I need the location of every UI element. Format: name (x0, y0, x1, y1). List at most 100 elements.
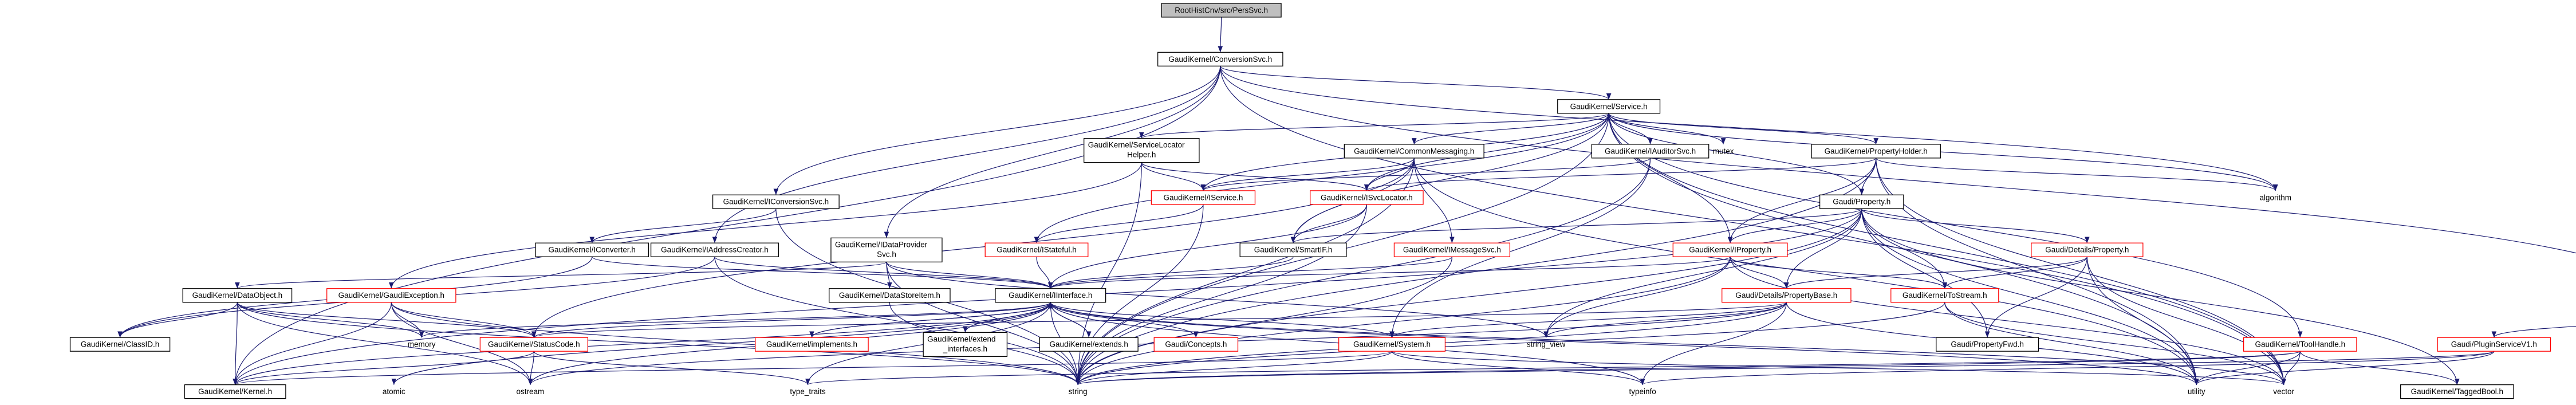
node-label: vector (2273, 387, 2294, 396)
node-iinterface[interactable]: GaudiKernel/IInterface.h (995, 288, 1106, 303)
node-mutex: mutex (1713, 147, 1734, 155)
node-implements[interactable]: GaudiKernel/implements.h (755, 337, 869, 352)
node-label: Helper.h (1127, 151, 1156, 159)
node-box (69, 337, 171, 352)
node-iconvsvc[interactable]: GaudiKernel/ConversionSvc.h (1157, 52, 1283, 66)
node-detpropbase[interactable]: Gaudi/Details/PropertyBase.h (1722, 288, 1852, 303)
edge-detpropbase-to-statuscode (531, 302, 1787, 338)
node-box (479, 337, 589, 352)
node-label: GaudiKernel/ServiceLocator (1088, 141, 1185, 150)
edge-detprop-to-propfwd (1984, 257, 2087, 338)
node-gaudiexc[interactable]: GaudiKernel/GaudiException.h (326, 288, 456, 303)
node-iconversionsvc[interactable]: GaudiKernel/IConversionSvc.h (712, 194, 840, 209)
node-box (830, 237, 943, 263)
node-box (712, 194, 840, 209)
edge-service-to-vector (1608, 113, 2286, 385)
node-imessagesvc[interactable]: GaudiKernel/IMessageSvc.h (1393, 242, 1511, 257)
edge-service-to-commsg (1412, 113, 1609, 145)
node-box (1344, 144, 1484, 159)
node-propholder[interactable]: GaudiKernel/PropertyHolder.h (1811, 144, 1941, 159)
node-detprop[interactable]: Gaudi/Details/Property.h (2031, 242, 2144, 257)
node-system[interactable]: GaudiKernel/System.h (1338, 337, 1446, 352)
node-propfwd[interactable]: Gaudi/PropertyFwd.h (1936, 337, 2039, 352)
node-istateful[interactable]: GaudiKernel/IStateful.h (984, 242, 1089, 257)
node-commsg[interactable]: GaudiKernel/CommonMessaging.h (1344, 144, 1484, 159)
node-statuscode[interactable]: GaudiKernel/StatusCode.h (479, 337, 589, 352)
node-iconverter[interactable]: GaudiKernel/IConverter.h (535, 242, 649, 257)
node-box (1672, 242, 1788, 257)
edge-property-to-smartif (1291, 208, 1862, 243)
edge-root-to-iconvsvc (1218, 17, 1223, 53)
node-extendif[interactable]: GaudiKernel/extend_interfaces.h (923, 332, 1008, 357)
edge-service-to-slhelper (1139, 113, 1609, 139)
node-itostream[interactable]: GaudiKernel/ToStream.h (1890, 288, 1999, 303)
node-label: GaudiKernel/IAddressCreator.h (661, 246, 769, 254)
node-kernel[interactable]: GaudiKernel/Kernel.h (184, 384, 286, 399)
node-property[interactable]: Gaudi/Property.h (1819, 194, 1904, 209)
node-utility: utility (2188, 387, 2205, 396)
edge-toolhandle-to-typetraits (806, 351, 2301, 386)
node-label: GaudiKernel/GaudiException.h (338, 291, 444, 300)
edge-iaddrcreator-to-iinterface (714, 256, 1053, 289)
node-service[interactable]: GaudiKernel/Service.h (1557, 99, 1661, 114)
edge-statuscode-to-ostream (527, 351, 534, 385)
edge-iauditor-to-iservice (1200, 158, 1651, 191)
node-box (2437, 337, 2551, 352)
edge-iproperty-to-stringview (1543, 257, 1731, 338)
node-box (1557, 99, 1661, 114)
node-isvclocator[interactable]: GaudiKernel/ISvcLocator.h (1310, 190, 1424, 205)
node-box (984, 242, 1089, 257)
node-label: GaudiKernel/Kernel.h (198, 387, 272, 396)
edge-isvclocator-to-iinterface (1048, 204, 1367, 289)
edge-itostream-to-utility (1944, 302, 2199, 385)
node-concepts[interactable]: Gaudi/Concepts.h (1153, 337, 1239, 352)
node-classid[interactable]: GaudiKernel/ClassID.h (69, 337, 171, 352)
node-extends[interactable]: GaudiKernel/extends.h (1039, 337, 1139, 352)
node-box (1338, 337, 1446, 352)
node-label: GaudiKernel/implements.h (766, 340, 857, 349)
node-label: utility (2188, 387, 2205, 396)
edge-toolhandle-to-utility (2193, 351, 2301, 385)
edge-detpropbase-to-stringview (1543, 302, 1787, 338)
node-dataobject[interactable]: GaudiKernel/DataObject.h (182, 288, 293, 303)
edge-dataobject-to-memory (237, 302, 424, 338)
node-box (829, 288, 951, 303)
edge-service-to-mutex (1608, 113, 1726, 145)
edge-iinterface-to-vector (1050, 302, 2286, 385)
edge-commsg-to-imessagesvc (1413, 158, 1455, 243)
edge-iconvsvc-to-idataprov (884, 66, 1221, 238)
edge-system-to-kernel (233, 351, 1393, 386)
edge-iconversionsvc-to-iconverter (589, 209, 777, 243)
node-iauditor[interactable]: GaudiKernel/IAuditorSvc.h (1591, 144, 1710, 159)
node-box (1161, 3, 1282, 18)
node-label: string (1069, 387, 1088, 396)
edge-detprop-to-itostream (1942, 257, 2087, 289)
edge-service-to-property (1608, 113, 1865, 195)
node-label: GaudiKernel/TaggedBool.h (2411, 387, 2503, 396)
node-iproperty[interactable]: GaudiKernel/IProperty.h (1672, 242, 1788, 257)
edge-toolhandle-to-string (1076, 351, 2301, 386)
node-toolhandle[interactable]: GaudiKernel/ToolHandle.h (2243, 337, 2357, 352)
node-label: GaudiKernel/IInterface.h (1009, 291, 1092, 300)
node-pluginsvcv1[interactable]: Gaudi/PluginServiceV1.h (2437, 337, 2551, 352)
node-root[interactable]: RootHistCnv/src/PersSvc.h (1161, 3, 1282, 18)
node-box (1310, 190, 1424, 205)
node-label: Gaudi/Details/Property.h (2045, 246, 2129, 254)
node-label: RootHistCnv/src/PersSvc.h (1175, 6, 1268, 14)
node-box (2400, 384, 2514, 399)
edge-pluginsvcv1-to-typeinfo (1640, 351, 2495, 386)
node-label: GaudiKernel/IDataProvider (835, 240, 928, 249)
node-label: mutex (1713, 147, 1734, 155)
edge-idataprov-to-dataobject (235, 261, 887, 289)
node-datastoreitem[interactable]: GaudiKernel/DataStoreItem.h (829, 288, 951, 303)
node-iservice[interactable]: GaudiKernel/IService.h (1151, 190, 1256, 205)
node-taggedbool[interactable]: GaudiKernel/TaggedBool.h (2400, 384, 2514, 399)
edge-idataprov-to-string (886, 262, 1081, 385)
node-box (1239, 242, 1347, 257)
node-box (535, 242, 649, 257)
edge-isvclocator-to-smartif (1290, 204, 1367, 243)
node-iaddrcreator[interactable]: GaudiKernel/IAddressCreator.h (650, 242, 779, 257)
node-smartif[interactable]: GaudiKernel/SmartIF.h (1239, 242, 1347, 257)
